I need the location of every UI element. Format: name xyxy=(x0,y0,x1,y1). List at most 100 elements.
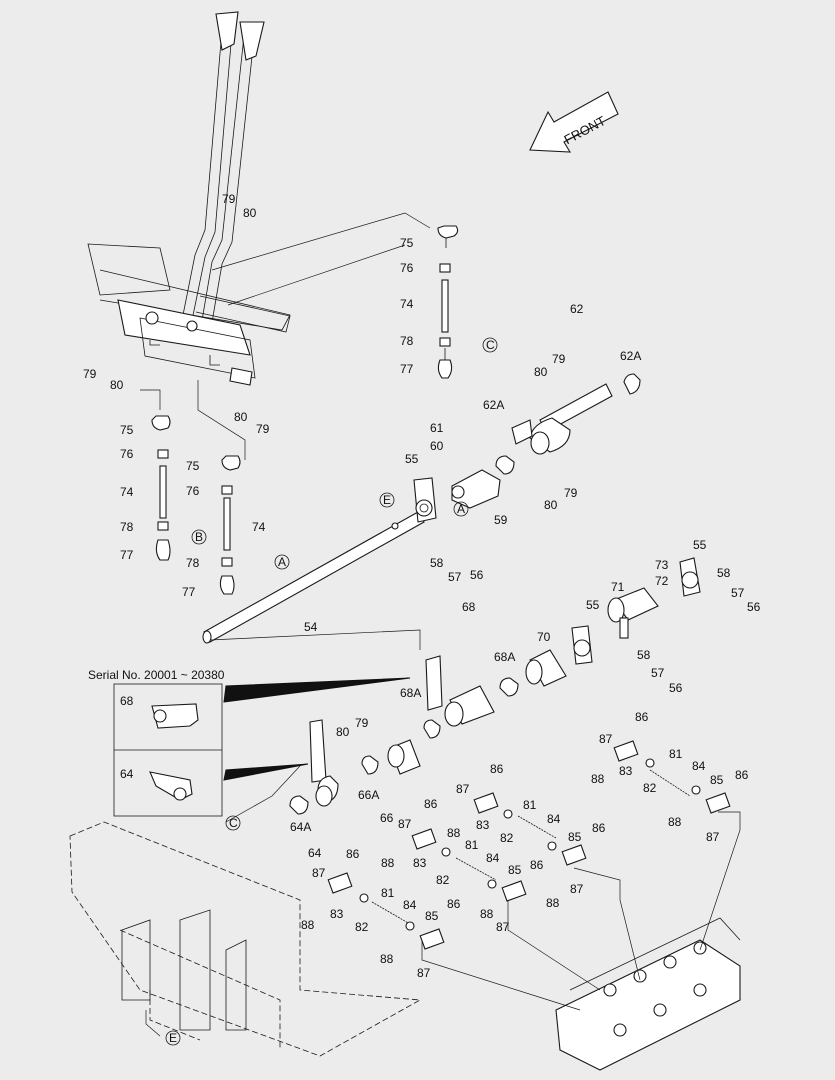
callout-markers: C B A A E C E xyxy=(165,337,498,1046)
label-66: 66 xyxy=(380,811,394,825)
label-83: 83 xyxy=(476,818,490,832)
label-84: 84 xyxy=(547,812,561,826)
label-84: 84 xyxy=(403,898,417,912)
label-87: 87 xyxy=(496,920,510,934)
label-75: 75 xyxy=(400,236,414,250)
label-88: 88 xyxy=(301,918,315,932)
label-82: 82 xyxy=(500,831,514,845)
frame-outline xyxy=(69,821,422,1057)
label-56: 56 xyxy=(470,568,484,582)
label-55: 55 xyxy=(586,598,600,612)
label-86: 86 xyxy=(490,762,504,776)
label-78: 78 xyxy=(120,520,134,534)
callout-a-right: A xyxy=(457,502,465,516)
label-81: 81 xyxy=(465,838,479,852)
label-81: 81 xyxy=(669,747,683,761)
label-75: 75 xyxy=(120,423,134,437)
sleeve-62 xyxy=(495,373,641,475)
label-88: 88 xyxy=(381,856,395,870)
label-87: 87 xyxy=(417,966,431,980)
shaft-54 xyxy=(202,511,425,644)
label-81: 81 xyxy=(523,798,537,812)
label-57: 57 xyxy=(651,666,665,680)
label-76: 76 xyxy=(120,447,134,461)
label-76: 76 xyxy=(186,484,200,498)
shaft-assembly-lower xyxy=(209,557,701,823)
left-link-rods xyxy=(140,380,246,595)
label-62a: 62A xyxy=(620,349,641,363)
label-76: 76 xyxy=(400,261,414,275)
label-64: 64 xyxy=(308,846,322,860)
label-81: 81 xyxy=(381,886,395,900)
label-86: 86 xyxy=(735,768,749,782)
label-86: 86 xyxy=(530,858,544,872)
label-88: 88 xyxy=(546,896,560,910)
label-55: 55 xyxy=(693,538,707,552)
label-62: 62 xyxy=(570,302,584,316)
label-59: 59 xyxy=(494,513,508,527)
label-64-inset: 64 xyxy=(120,767,134,781)
label-55: 55 xyxy=(405,452,419,466)
label-87: 87 xyxy=(456,782,470,796)
label-56: 56 xyxy=(669,681,683,695)
label-68-inset: 68 xyxy=(120,694,134,708)
label-82: 82 xyxy=(436,873,450,887)
label-85: 85 xyxy=(508,863,522,877)
callout-c-bottom: C xyxy=(229,816,238,830)
label-58: 58 xyxy=(717,566,731,580)
label-79: 79 xyxy=(552,352,566,366)
lever-knob-left xyxy=(215,11,239,51)
label-85: 85 xyxy=(710,773,724,787)
label-87: 87 xyxy=(706,830,720,844)
label-57: 57 xyxy=(731,586,745,600)
label-83: 83 xyxy=(413,856,427,870)
label-82: 82 xyxy=(355,920,369,934)
label-70: 70 xyxy=(537,630,551,644)
label-86: 86 xyxy=(424,797,438,811)
label-86: 86 xyxy=(447,897,461,911)
label-87: 87 xyxy=(398,817,412,831)
label-57: 57 xyxy=(448,570,462,584)
label-79: 79 xyxy=(83,367,97,381)
label-88: 88 xyxy=(668,815,682,829)
label-85: 85 xyxy=(568,830,582,844)
label-88: 88 xyxy=(591,772,605,786)
callout-e-bottom: E xyxy=(169,1031,177,1045)
top-link-rod xyxy=(437,225,459,379)
label-58: 58 xyxy=(637,648,651,662)
label-77: 77 xyxy=(182,585,196,599)
label-86: 86 xyxy=(592,821,606,835)
label-87: 87 xyxy=(599,732,613,746)
label-84: 84 xyxy=(486,851,500,865)
label-80: 80 xyxy=(243,206,257,220)
front-direction-arrow: FRONT xyxy=(529,91,619,153)
label-86: 86 xyxy=(346,847,360,861)
label-80: 80 xyxy=(544,498,558,512)
lower-linkages xyxy=(327,740,731,950)
label-58: 58 xyxy=(430,556,444,570)
label-86: 86 xyxy=(635,710,649,724)
label-68a: 68A xyxy=(494,650,515,664)
label-75: 75 xyxy=(186,459,200,473)
callout-c-top: C xyxy=(486,338,495,352)
label-79: 79 xyxy=(564,486,578,500)
label-60: 60 xyxy=(430,439,444,453)
label-87: 87 xyxy=(570,882,584,896)
label-62a: 62A xyxy=(483,398,504,412)
callout-b: B xyxy=(195,530,203,544)
label-79: 79 xyxy=(355,716,369,730)
callout-a-left: A xyxy=(278,555,286,569)
label-74: 74 xyxy=(120,485,134,499)
label-84: 84 xyxy=(692,759,706,773)
label-80: 80 xyxy=(534,365,548,379)
label-77: 77 xyxy=(400,362,414,376)
label-83: 83 xyxy=(619,764,633,778)
label-88: 88 xyxy=(447,826,461,840)
label-61: 61 xyxy=(430,421,444,435)
label-88: 88 xyxy=(480,907,494,921)
label-85: 85 xyxy=(425,909,439,923)
clamp-59 xyxy=(451,469,501,509)
label-78: 78 xyxy=(186,556,200,570)
label-79: 79 xyxy=(256,422,270,436)
